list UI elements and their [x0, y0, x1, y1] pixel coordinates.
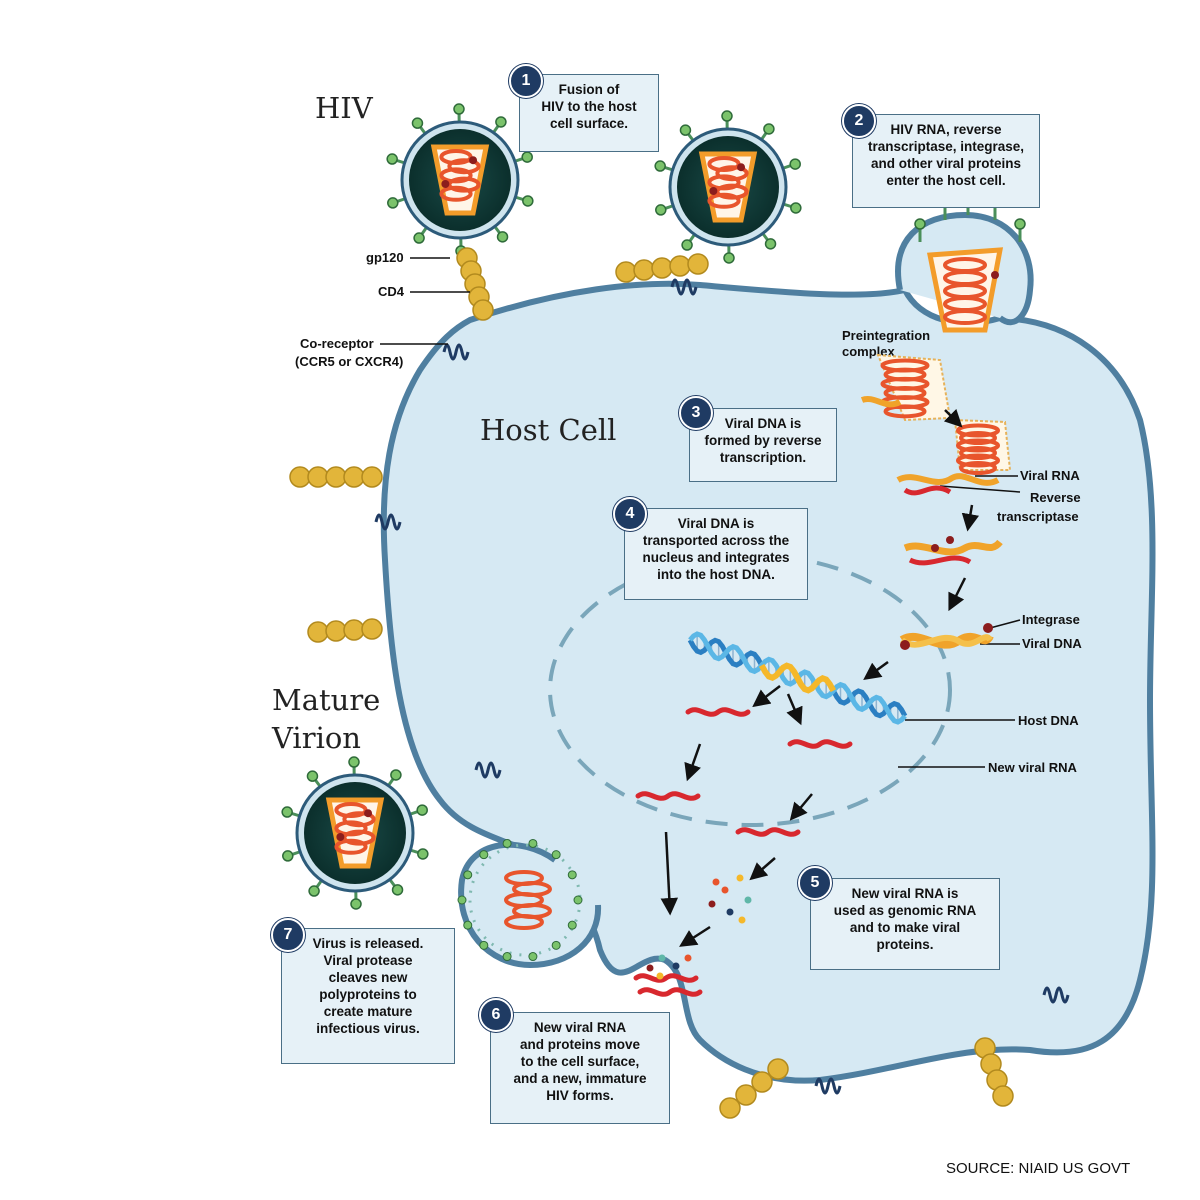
viral-rna-label: Viral RNA	[1020, 468, 1080, 483]
host-dna-label: Host DNA	[1018, 713, 1079, 728]
new-viral-rna-1	[685, 707, 751, 717]
coreceptor-2	[670, 278, 698, 296]
host-cell-membrane	[380, 280, 1156, 1084]
new-viral-rna-4	[735, 827, 801, 837]
cd4-receptor-3	[289, 466, 383, 488]
step-6-box: New viral RNA and proteins move to the c…	[490, 1012, 670, 1124]
step-4-badge: 4	[613, 497, 647, 531]
step-2-badge: 2	[842, 104, 876, 138]
step-2-text-2: transcriptase, integrase,	[867, 139, 1025, 154]
step-6-text-5: HIV forms.	[546, 1088, 614, 1103]
step-6-text-3: to the cell surface,	[520, 1054, 640, 1069]
flow-arrows	[660, 408, 980, 947]
step-7-box: Virus is released. Viral protease cleave…	[281, 928, 455, 1064]
preintegration-complex	[860, 353, 952, 422]
step-1-box: Fusion of HIV to the host cell surface.	[519, 74, 659, 152]
step-5-text-3: and to make viral	[849, 920, 961, 935]
step-3-text-3: transcription.	[719, 450, 807, 465]
new-viral-rna-5	[633, 973, 699, 983]
viral-dna-label: Viral DNA	[1022, 636, 1082, 651]
cd4-label: CD4	[378, 284, 405, 299]
step-3-text-2: formed by reverse	[704, 433, 822, 448]
coreceptor-5	[814, 1077, 842, 1095]
hiv-title: HIV	[315, 91, 374, 125]
step-5-text-1: New viral RNA is	[851, 886, 959, 901]
step-7-text-6: infectious virus.	[316, 1021, 420, 1036]
cd4-receptor-6	[974, 1037, 1014, 1107]
immature-virion-core	[457, 838, 583, 962]
new-viral-rna-3	[635, 791, 701, 801]
step-7-text-5: create mature	[323, 1004, 413, 1019]
step-5-box: New viral RNA is used as genomic RNA and…	[810, 878, 1000, 970]
step-1-badge: 1	[509, 64, 543, 98]
step-4-text-3: nucleus and integrates	[642, 550, 790, 565]
step-6-text-2: and proteins move	[519, 1037, 641, 1052]
step-4-text-4: into the host DNA.	[657, 567, 775, 582]
cd4-receptor-5	[719, 1058, 789, 1119]
new-viral-rna-2	[787, 739, 853, 749]
coreceptor-3	[374, 513, 402, 531]
reverse-transcriptase-label-line2: transcriptase	[997, 509, 1079, 524]
step-1-text-3: cell surface.	[549, 116, 629, 131]
step-2-text-4: enter the host cell.	[886, 173, 1006, 188]
step-5-text-2: used as genomic RNA	[833, 903, 977, 918]
mature-virion-title-line2: Virion	[271, 721, 361, 755]
cd4-receptor-4	[307, 618, 383, 643]
mature-virion-title-line1: Mature	[272, 683, 380, 717]
cd4-receptor-2	[615, 253, 709, 283]
hiv-virion-binding	[386, 103, 534, 257]
step-6-text-4: and a new, immature	[513, 1071, 647, 1086]
coreceptor-6	[1042, 986, 1070, 1004]
coreceptor-4	[474, 761, 502, 779]
host-cell-title: Host Cell	[480, 413, 616, 447]
step-7-text-2: Viral protease	[323, 953, 413, 968]
reverse-transcription-complex	[896, 418, 1012, 496]
step-7-text-1: Virus is released.	[312, 936, 424, 951]
step-7-text-4: polyproteins to	[319, 987, 417, 1002]
step-7-text-3: cleaves new	[328, 970, 408, 985]
gp120-label: gp120	[366, 250, 404, 265]
coreceptor-label-line1: Co-receptor	[300, 336, 374, 351]
step-1-text-1: Fusion of	[558, 82, 620, 97]
step-6-badge: 6	[479, 998, 513, 1032]
viral-dna-strand-intermediate	[903, 536, 1003, 566]
step-2-text-3: and other viral proteins	[870, 156, 1022, 171]
host-dna-helix	[687, 631, 908, 725]
step-3-text-1: Viral DNA is	[724, 416, 802, 431]
preintegration-label-line1: Preintegration	[842, 328, 930, 343]
cd4-receptor-1	[456, 247, 494, 321]
source-credit: SOURCE: NIAID US GOVT	[946, 1160, 1131, 1177]
step-2-box: HIV RNA, reverse transcriptase, integras…	[852, 114, 1040, 208]
step-5-text-4: proteins.	[876, 937, 934, 952]
preintegration-label-line2: complex	[842, 344, 896, 359]
step-6-text-1: New viral RNA	[533, 1020, 627, 1035]
integrase-viral-dna	[899, 623, 994, 650]
step-1-text-2: HIV to the host	[541, 99, 637, 114]
step-5-badge: 5	[798, 866, 832, 900]
coreceptor-label-line2: (CCR5 or CXCR4)	[295, 354, 403, 369]
step-4-text-2: transported across the	[642, 533, 790, 548]
new-viral-rna-6	[637, 987, 703, 997]
step-7-badge: 7	[271, 918, 305, 952]
step-4-text-1: Viral DNA is	[677, 516, 755, 531]
step-3-box: Viral DNA is formed by reverse transcrip…	[689, 408, 837, 482]
new-viral-rna-label: New viral RNA	[988, 760, 1077, 775]
reverse-transcriptase-label-line1: Reverse	[1030, 490, 1081, 505]
hiv-virion-fusing	[654, 110, 802, 264]
integrase-label: Integrase	[1022, 612, 1080, 627]
coreceptor-1	[442, 343, 470, 361]
step-3-badge: 3	[679, 396, 713, 430]
mature-virion	[281, 756, 429, 910]
step-2-text-1: HIV RNA, reverse	[890, 122, 1002, 137]
step-4-box: Viral DNA is transported across the nucl…	[624, 508, 808, 600]
